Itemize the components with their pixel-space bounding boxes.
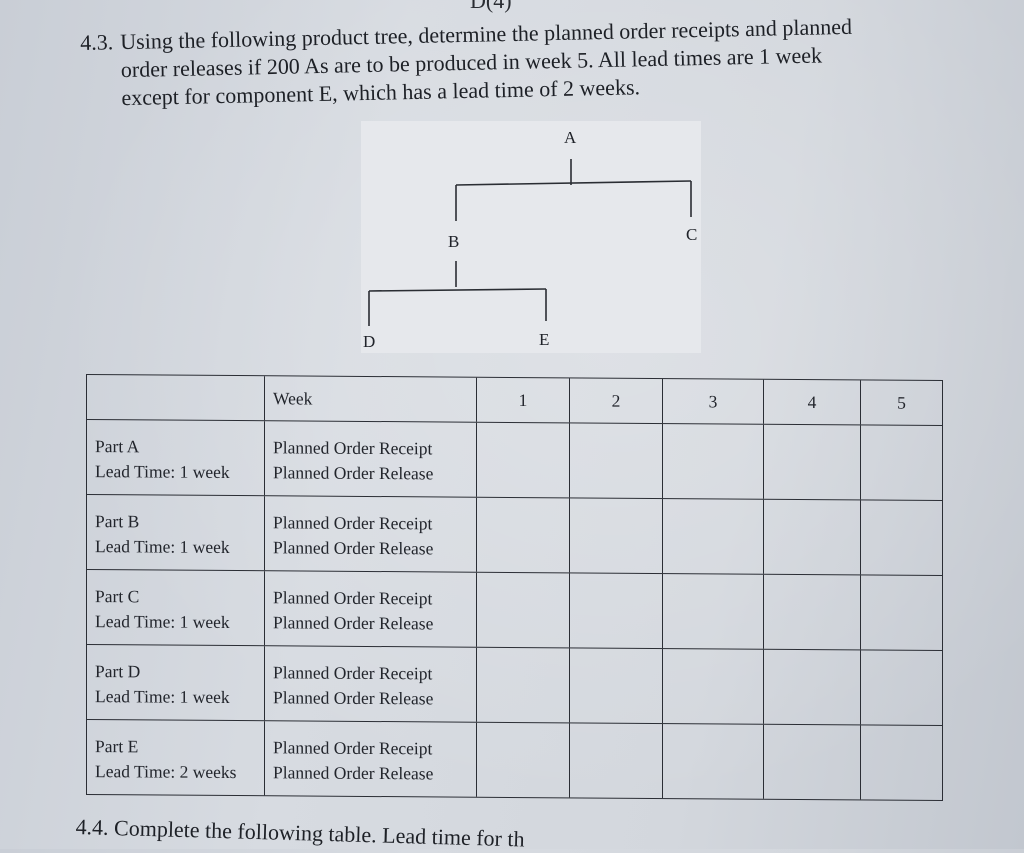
week-header: Week — [265, 376, 477, 422]
problem-4-3: 4.3. Using the following product tree, d… — [80, 12, 950, 110]
tree-node-b: B — [448, 232, 460, 251]
planned-order-release-label: Planned Order Release — [273, 462, 434, 484]
header-blank-cell — [87, 375, 265, 421]
table-row-part-b: Part B Lead Time: 1 week Planned Order R… — [87, 495, 942, 576]
empty-cell[interactable] — [663, 724, 764, 799]
part-name: Part A — [95, 436, 140, 457]
part-lead-time: Lead Time: 2 weeks — [95, 761, 237, 783]
planned-order-receipt-label: Planned Order Receipt — [273, 662, 433, 684]
row-labels: Planned Order Receipt Planned Order Rele… — [265, 646, 477, 722]
empty-cell[interactable] — [570, 648, 663, 724]
empty-cell[interactable] — [570, 498, 663, 574]
table-row-part-a: Part A Lead Time: 1 week Planned Order R… — [87, 420, 942, 501]
empty-cell[interactable] — [570, 573, 663, 649]
planned-order-receipt-label: Planned Order Receipt — [273, 587, 433, 609]
empty-cell[interactable] — [477, 572, 570, 648]
part-cell: Part C Lead Time: 1 week — [87, 570, 265, 646]
part-name: Part C — [95, 586, 140, 607]
empty-cell[interactable] — [570, 423, 663, 499]
product-tree-lines — [368, 159, 692, 326]
empty-cell[interactable] — [861, 650, 942, 725]
table-row-part-e: Part E Lead Time: 2 weeks Planned Order … — [87, 720, 942, 800]
planned-order-release-label: Planned Order Release — [273, 762, 434, 784]
row-labels: Planned Order Receipt Planned Order Rele… — [265, 721, 477, 797]
mrp-table: Week 1 2 3 4 5 Part A Lead Time: 1 week … — [86, 374, 943, 801]
empty-cell[interactable] — [764, 424, 861, 500]
empty-cell[interactable] — [570, 723, 663, 799]
next-problem-heading: 4.4. Complete the following table. Lead … — [75, 814, 525, 852]
planned-order-receipt-label: Planned Order Receipt — [273, 437, 433, 459]
empty-cell[interactable] — [477, 497, 570, 573]
week-1-header: 1 — [477, 377, 570, 423]
part-name: Part E — [95, 736, 139, 757]
empty-cell[interactable] — [764, 499, 861, 575]
empty-cell[interactable] — [477, 422, 570, 498]
part-cell: Part A Lead Time: 1 week — [87, 420, 265, 496]
tree-node-d: D — [363, 332, 376, 351]
empty-cell[interactable] — [663, 424, 764, 499]
tree-node-a: A — [564, 128, 577, 147]
planned-order-release-label: Planned Order Release — [273, 687, 434, 709]
table-row-part-c: Part C Lead Time: 1 week Planned Order R… — [87, 570, 942, 651]
row-labels: Planned Order Receipt Planned Order Rele… — [265, 571, 477, 647]
row-labels: Planned Order Receipt Planned Order Rele… — [265, 496, 477, 572]
empty-cell[interactable] — [861, 575, 942, 650]
empty-cell[interactable] — [861, 725, 942, 800]
part-cell: Part D Lead Time: 1 week — [87, 645, 265, 721]
row-labels: Planned Order Receipt Planned Order Rele… — [265, 421, 477, 497]
part-lead-time: Lead Time: 1 week — [95, 461, 230, 483]
planned-order-receipt-label: Planned Order Receipt — [273, 737, 433, 759]
part-cell: Part E Lead Time: 2 weeks — [87, 720, 265, 796]
week-2-header: 2 — [570, 378, 663, 424]
table-row-part-d: Part D Lead Time: 1 week Planned Order R… — [87, 645, 942, 726]
week-5-header: 5 — [897, 392, 906, 413]
table-header-row: Week 1 2 3 4 5 — [87, 375, 942, 426]
tree-node-e: E — [539, 330, 550, 349]
empty-cell[interactable] — [663, 649, 764, 724]
part-lead-time: Lead Time: 1 week — [95, 686, 230, 708]
empty-cell[interactable] — [764, 724, 861, 800]
empty-cell[interactable] — [861, 425, 942, 500]
part-cell: Part B Lead Time: 1 week — [87, 495, 265, 571]
page-top-fragment: D(4) — [470, 0, 512, 13]
empty-cell[interactable] — [663, 499, 764, 574]
planned-order-receipt-label: Planned Order Receipt — [273, 512, 433, 534]
product-tree-diagram: A B C D E — [361, 121, 701, 353]
empty-cell[interactable] — [764, 649, 861, 725]
week-3-header: 3 — [663, 379, 764, 424]
planned-order-release-label: Planned Order Release — [273, 612, 434, 634]
empty-cell[interactable] — [861, 500, 942, 575]
part-name: Part B — [95, 511, 140, 532]
planned-order-release-label: Planned Order Release — [273, 537, 434, 559]
part-lead-time: Lead Time: 1 week — [95, 536, 230, 558]
empty-cell[interactable] — [764, 574, 861, 650]
empty-cell[interactable] — [477, 722, 570, 798]
tree-node-c: C — [686, 225, 698, 244]
empty-cell[interactable] — [663, 574, 764, 649]
week-4-header: 4 — [764, 379, 861, 425]
part-name: Part D — [95, 661, 141, 682]
part-lead-time: Lead Time: 1 week — [95, 611, 230, 633]
empty-cell[interactable] — [477, 647, 570, 723]
problem-number: 4.3. — [80, 29, 114, 55]
